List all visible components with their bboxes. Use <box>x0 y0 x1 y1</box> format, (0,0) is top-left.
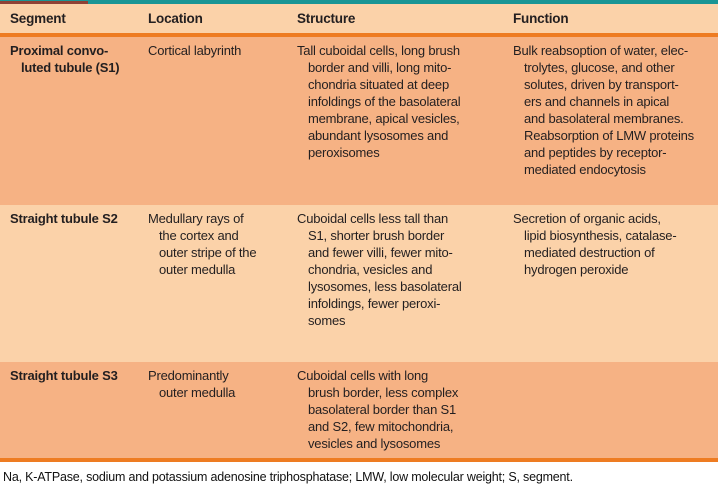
text-line: Secretion of organic acids, <box>513 211 661 226</box>
table-row: Proximal convo-luted tubule (S1) Cortica… <box>0 37 718 205</box>
text-line: outer medulla <box>159 262 236 277</box>
text-line: outer stripe of the <box>159 245 257 260</box>
text-line: membrane, apical vesicles, <box>308 111 460 126</box>
text-line: and basolateral membranes. <box>524 111 684 126</box>
text-line: lysosomes, less basolateral <box>308 279 462 294</box>
text-line: chondria, vesicles and <box>308 262 433 277</box>
text-line: somes <box>308 313 346 328</box>
column-header-structure: Structure <box>297 11 356 26</box>
text-line: S1, shorter brush border <box>308 228 445 243</box>
text-line: ers and channels in apical <box>524 94 670 109</box>
text-line: abundant lysosomes and <box>308 128 449 143</box>
table-footnote: Na, K-ATPase, sodium and potassium adeno… <box>3 470 573 484</box>
text-line: Tall cuboidal cells, long brush <box>297 43 460 58</box>
table-top-border-left-segment <box>0 1 88 4</box>
text-line: outer medulla <box>159 385 236 400</box>
text-line: Reabsorption of LMW proteins <box>524 128 694 143</box>
cell-function: Secretion of organic acids, lipid biosynt… <box>505 205 718 362</box>
text-line: lipid biosynthesis, catalase- <box>524 228 677 243</box>
cell-function: Bulk reabsoption of water, elec-trolytes… <box>505 37 718 205</box>
text-line: Cuboidal cells less tall than <box>297 211 449 226</box>
text-line: Predominantly <box>148 368 229 383</box>
cell-location: Cortical labyrinth <box>140 37 289 205</box>
table-row: Straight tubule S3 Predominantly outer me… <box>0 362 718 458</box>
column-header-segment: Segment <box>10 11 66 26</box>
text-line: border and villi, long mito- <box>308 60 452 75</box>
text-line: trolytes, glucose, and other <box>524 60 675 75</box>
text-line: basolateral border than S1 <box>308 402 457 417</box>
text-line: Straight tubule S2 <box>10 211 118 226</box>
text-line: and fewer villi, fewer mito- <box>308 245 453 260</box>
text-line: chondria situated at deep <box>308 77 449 92</box>
table-row: Straight tubule S2 Medullary rays of the … <box>0 205 718 362</box>
cell-structure: Tall cuboidal cells, long brush border an… <box>289 37 505 205</box>
table-bottom-rule <box>0 458 718 462</box>
text-line: brush border, less complex <box>308 385 459 400</box>
text-line: mediated destruction of <box>524 245 655 260</box>
cell-structure: Cuboidal cells with long brush border, le… <box>289 362 505 458</box>
text-line: Proximal convo- <box>10 43 109 58</box>
text-line: Straight tubule S3 <box>10 368 118 383</box>
header-separator-rule <box>0 33 718 37</box>
cell-location: Predominantly outer medulla <box>140 362 289 458</box>
text-line: mediated endocytosis <box>524 162 646 177</box>
table-top-border <box>0 0 718 4</box>
text-line: solutes, driven by transport- <box>524 77 679 92</box>
text-line: peroxisomes <box>308 145 380 160</box>
text-line: Cuboidal cells with long <box>297 368 429 383</box>
cell-segment: Straight tubule S3 <box>0 362 140 458</box>
cell-segment: Straight tubule S2 <box>0 205 140 362</box>
text-line: Cortical labyrinth <box>148 43 242 58</box>
cell-location: Medullary rays of the cortex and outer str… <box>140 205 289 362</box>
text-line: vesicles and lysosomes <box>308 436 441 451</box>
text-line: infoldings of the basolateral <box>308 94 461 109</box>
text-line: Bulk reabsoption of water, elec- <box>513 43 688 58</box>
text-line: infoldings, fewer peroxi- <box>308 296 441 311</box>
text-line: the cortex and <box>159 228 239 243</box>
column-header-location: Location <box>148 11 203 26</box>
text-line: and S2, few mitochondria, <box>308 419 454 434</box>
column-header-function: Function <box>513 11 569 26</box>
footnote-area: Na, K-ATPase, sodium and potassium adeno… <box>0 462 718 490</box>
cell-segment: Proximal convo-luted tubule (S1) <box>0 37 140 205</box>
text-line: hydrogen peroxide <box>524 262 629 277</box>
text-line: and peptides by receptor- <box>524 145 667 160</box>
cell-function <box>505 362 718 458</box>
text-line: luted tubule (S1) <box>21 60 120 75</box>
table-header-row: Segment Location Structure Function <box>0 4 718 33</box>
text-line: Medullary rays of <box>148 211 244 226</box>
